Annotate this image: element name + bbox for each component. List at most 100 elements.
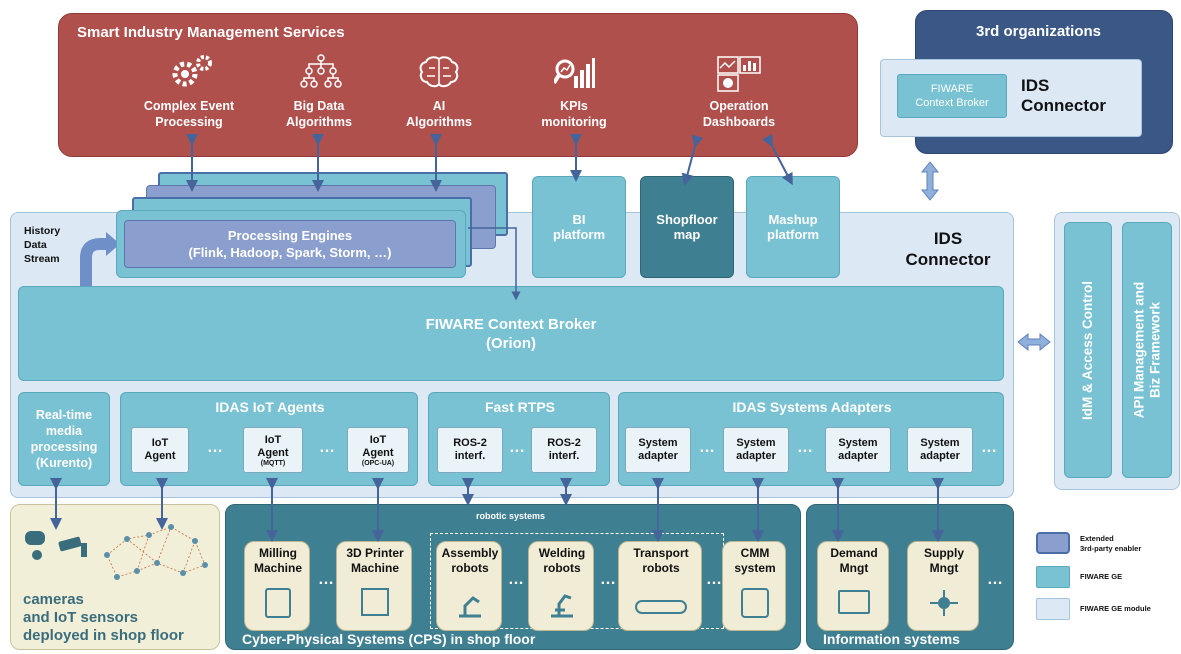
idm-access-control-box: IdM & Access Control xyxy=(1064,222,1112,478)
cps-machine-label: Milling Machine xyxy=(253,546,302,575)
hierarchy-icon xyxy=(300,54,342,88)
conveyor-icon xyxy=(635,600,687,614)
management-services-panel: Smart Industry Management Services Compl… xyxy=(58,13,858,157)
dashboard-icon xyxy=(717,56,761,92)
third-org-ids-connector: IDS Connector xyxy=(1021,76,1106,115)
ids-double-arrow-icon xyxy=(920,161,940,201)
iot-agent-label: IoT Agent xyxy=(257,433,289,459)
service-label: Operation Dashboards xyxy=(702,99,776,129)
iot-agent-box: IoT Agent xyxy=(131,427,189,473)
mashup-platform-box: Mashup platform xyxy=(746,176,840,278)
legend-swatch-ge xyxy=(1036,566,1070,588)
third-org-ids-box: FIWARE Context Broker IDS Connector xyxy=(880,59,1142,137)
cps-machine-label: Welding robots xyxy=(538,546,586,575)
bi-platform-box: BI platform xyxy=(532,176,626,278)
cps-machine-card: Milling Machine xyxy=(244,541,310,631)
gears-icon xyxy=(172,55,212,87)
ellipsis: … xyxy=(797,439,813,456)
history-data-stream-label: History Data Stream xyxy=(24,225,61,265)
bar-chart-icon xyxy=(554,58,595,88)
iot-agents-group: IDAS IoT Agents IoT Agent … IoT Agent (M… xyxy=(120,392,418,486)
ellipsis: … xyxy=(318,571,334,588)
system-adapter-box: System adapter xyxy=(723,427,789,473)
processing-engines-title: Processing Engines xyxy=(227,228,353,243)
cps-title: Cyber-Physical Systems (CPS) in shop flo… xyxy=(242,631,536,647)
processing-engines-list: (Flink, Hadoop, Spark, Storm, …) xyxy=(188,245,392,260)
robotic-systems-label: robotic systems xyxy=(476,511,546,521)
information-systems-title: Information systems xyxy=(823,631,960,647)
service-label: Complex Event Processing xyxy=(143,99,235,129)
service-big-data: Big Data Algorithms xyxy=(259,54,379,144)
sensors-panel: cameras and IoT sensors deployed in shop… xyxy=(10,504,220,650)
monitor-icon xyxy=(838,590,870,614)
cps-panel: robotic systems Milling Machine … 3D Pri… xyxy=(225,504,801,650)
third-org-context-broker: FIWARE Context Broker xyxy=(897,74,1007,118)
information-systems-panel: Demand Mngt Supply Mngt … Information sy… xyxy=(806,504,1014,650)
ellipsis: … xyxy=(508,571,524,588)
legend-label-ge: FIWARE GE xyxy=(1080,572,1123,581)
milling-machine-icon xyxy=(265,588,291,618)
info-system-card: Supply Mngt xyxy=(907,541,979,631)
cps-machine-card: Assembly robots xyxy=(436,541,502,631)
legend-swatch-ge-module xyxy=(1036,598,1070,620)
iot-agent-mqtt-box: IoT Agent (MQTT) xyxy=(243,427,303,473)
cps-machine-label: 3D Printer Machine xyxy=(346,546,404,575)
iot-agent-label: IoT Agent xyxy=(362,433,394,459)
info-system-label: Supply Mngt xyxy=(923,546,964,575)
cps-machine-card: Welding robots xyxy=(528,541,594,631)
ellipsis: … xyxy=(207,439,223,456)
cps-machine-card: CMM system xyxy=(722,541,786,631)
api-management-label: API Management and Biz Framework xyxy=(1131,281,1162,419)
systems-adapters-group: IDAS Systems Adapters System adapter … S… xyxy=(618,392,1004,486)
system-adapter-box: System adapter xyxy=(625,427,691,473)
legend-label-extended: Extended 3rd-party enabler xyxy=(1080,534,1142,553)
service-label: AI Algorithms xyxy=(406,99,472,129)
realtime-media-box: Real-time media processing (Kurento) xyxy=(18,392,110,486)
info-system-label: Demand Mngt xyxy=(830,546,878,575)
brain-icon xyxy=(419,56,459,88)
sensors-label: cameras and IoT sensors deployed in shop… xyxy=(23,591,184,644)
ellipsis: … xyxy=(981,439,997,456)
iot-agent-protocol: (OPC-UA) xyxy=(361,459,395,467)
ros2-interface-box: ROS-2 interf. xyxy=(531,427,597,473)
cps-machine-label: CMM system xyxy=(734,546,776,575)
camera-icon xyxy=(25,531,87,560)
3d-printer-icon xyxy=(361,588,389,616)
cps-machine-label: Assembly robots xyxy=(441,546,499,575)
cmm-icon xyxy=(741,588,769,618)
legend: Extended 3rd-party enabler FIWARE GE FIW… xyxy=(1036,532,1176,632)
welding-robot-icon xyxy=(551,594,573,618)
service-complex-event: Complex Event Processing xyxy=(119,54,259,144)
security-double-arrow-icon xyxy=(1017,332,1051,352)
ids-connector-label: IDS Connector xyxy=(905,229,991,269)
network-icon xyxy=(930,590,958,616)
ros2-interface-box: ROS-2 interf. xyxy=(437,427,503,473)
cps-machine-label: Transport robots xyxy=(633,546,689,575)
idm-access-control-label: IdM & Access Control xyxy=(1080,280,1096,420)
system-adapter-box: System adapter xyxy=(825,427,891,473)
legend-swatch-extended xyxy=(1036,532,1070,554)
shopfloor-map-box: Shopfloor map xyxy=(640,176,734,278)
api-management-box: API Management and Biz Framework xyxy=(1122,222,1172,478)
ellipsis: … xyxy=(987,571,1003,588)
processing-engines-box: Processing Engines (Flink, Hadoop, Spark… xyxy=(124,220,456,268)
service-label: KPIs monitoring xyxy=(541,99,607,129)
service-kpis: KPIs monitoring xyxy=(524,54,624,144)
third-organizations-panel: 3rd organizations FIWARE Context Broker … xyxy=(880,10,1173,154)
iot-agents-title: IDAS IoT Agents xyxy=(215,399,325,415)
ellipsis: … xyxy=(706,571,722,588)
fast-rtps-title: Fast RTPS xyxy=(484,399,555,415)
info-system-card: Demand Mngt xyxy=(817,541,889,631)
ellipsis: … xyxy=(699,439,715,456)
ellipsis: … xyxy=(319,439,335,456)
ellipsis: … xyxy=(600,571,616,588)
ellipsis: … xyxy=(509,439,525,456)
sensor-network-icon xyxy=(104,524,208,580)
curved-arrow-icon xyxy=(80,232,120,298)
iot-agent-protocol: (MQTT) xyxy=(260,459,286,467)
management-services-title: Smart Industry Management Services xyxy=(77,24,345,41)
third-organizations-title: 3rd organizations xyxy=(976,23,1102,40)
fast-rtps-group: Fast RTPS ROS-2 interf. … ROS-2 interf. xyxy=(428,392,610,486)
service-ai: AI Algorithms xyxy=(389,54,489,144)
service-label: Big Data Algorithms xyxy=(286,99,352,129)
